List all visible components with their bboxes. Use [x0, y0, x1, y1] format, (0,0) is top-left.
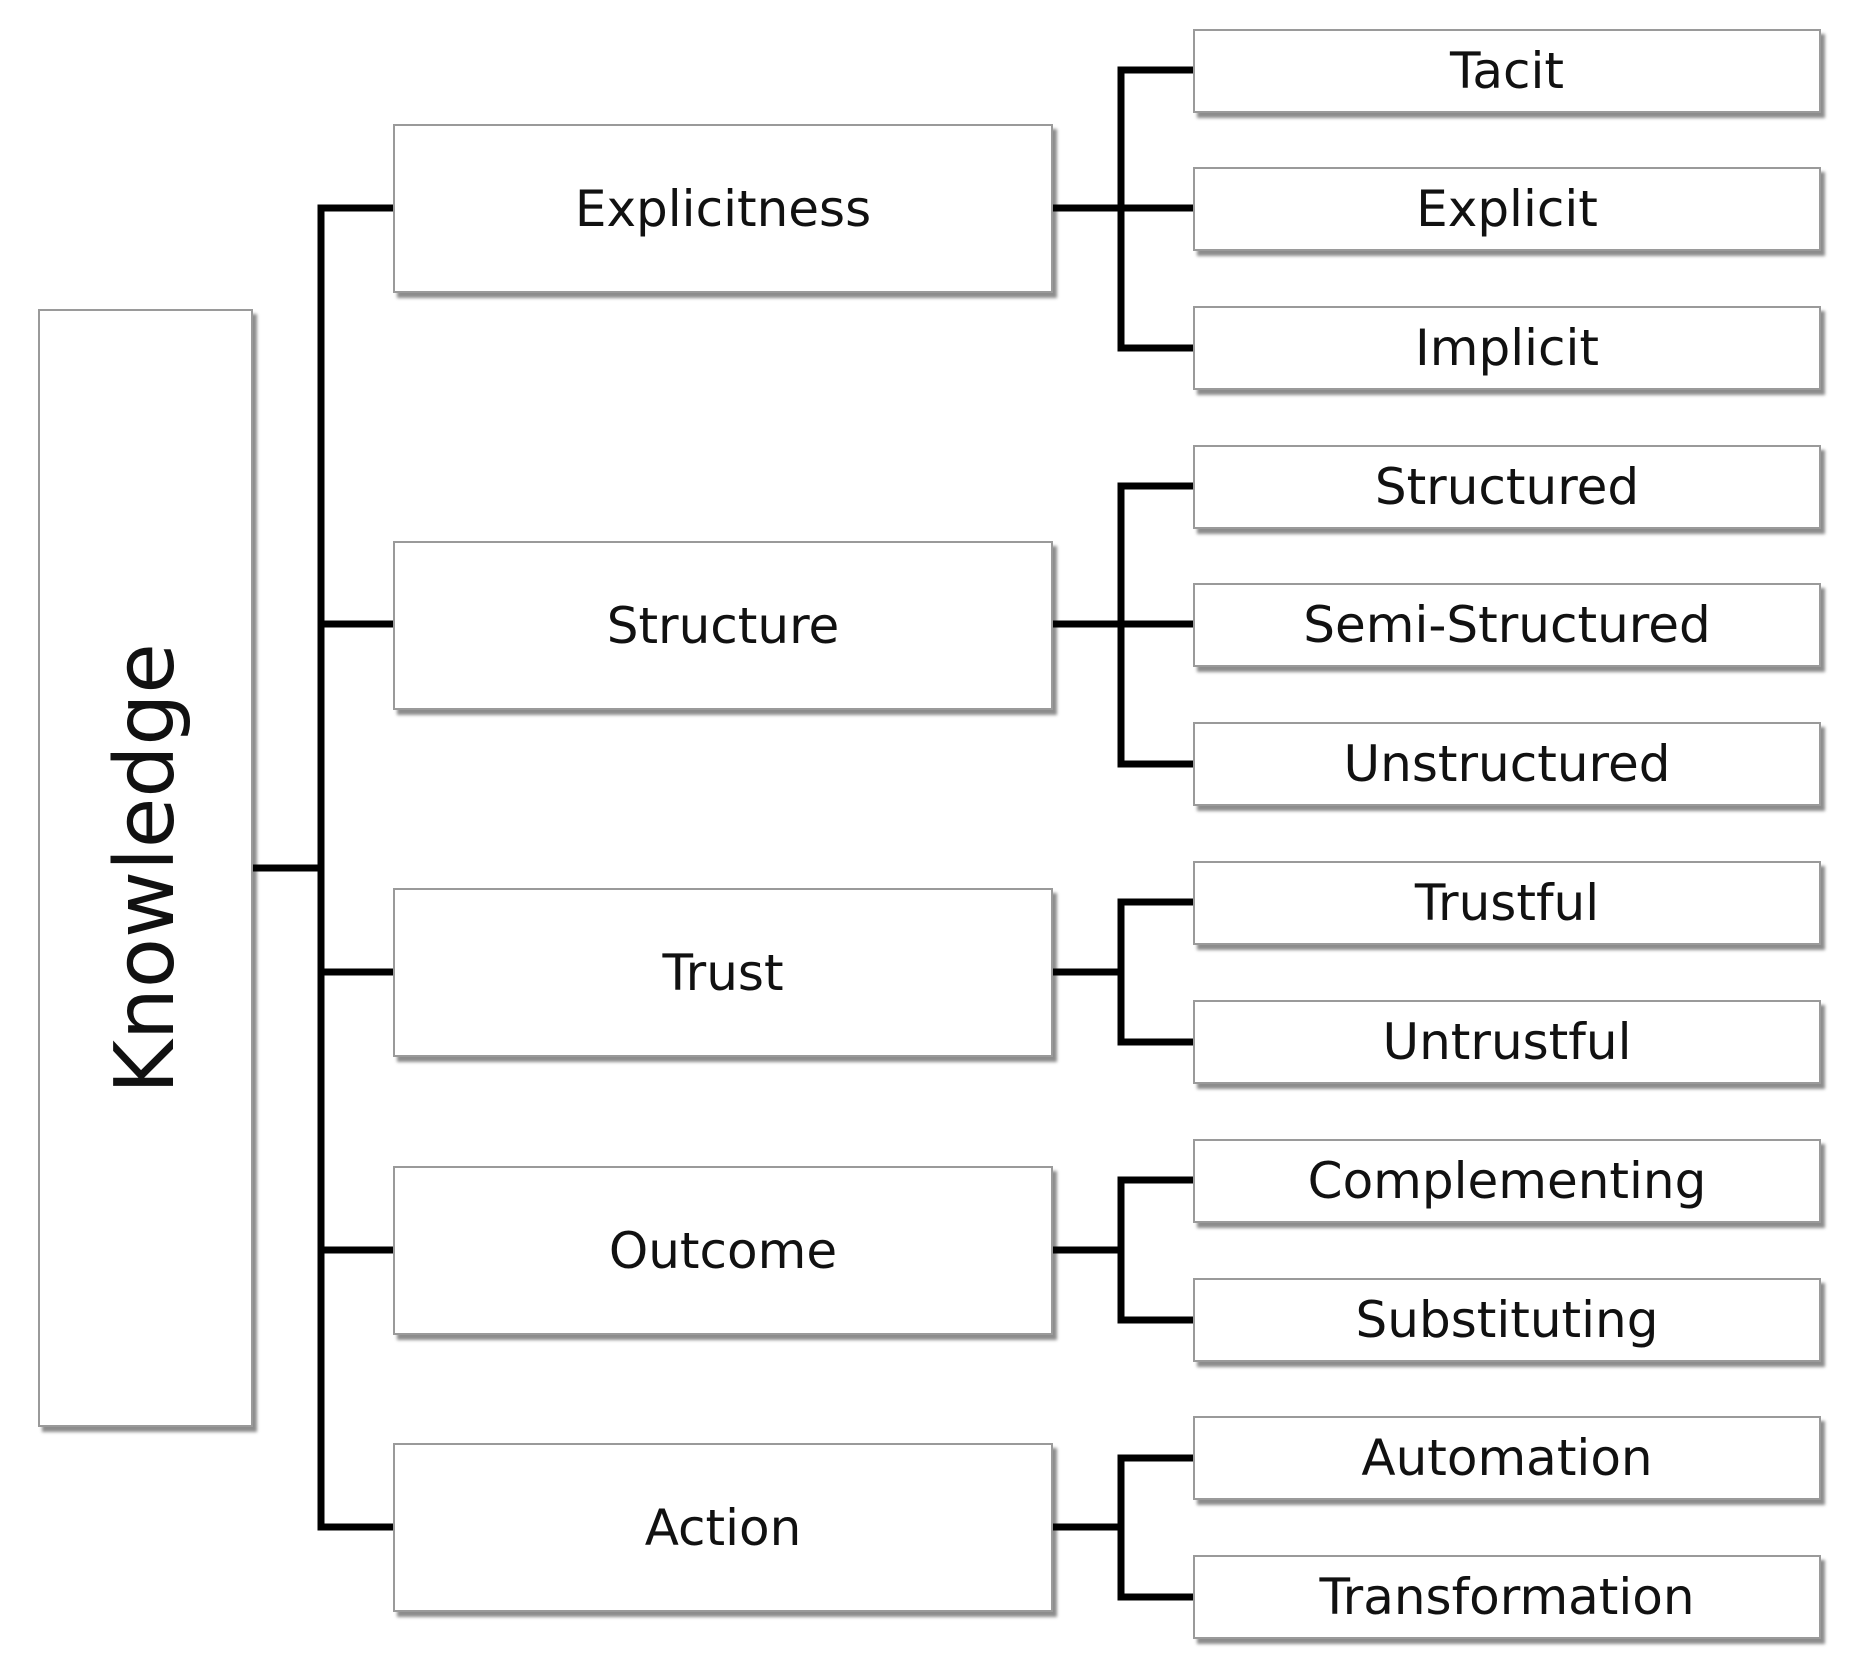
dimension-label: Trust	[662, 943, 784, 1002]
leaf-unstructured-box: Unstructured	[1193, 722, 1821, 806]
leaf-label: Unstructured	[1343, 735, 1671, 793]
leaf-trustful-box: Trustful	[1193, 861, 1821, 945]
dimension-label: Outcome	[608, 1221, 838, 1280]
leaf-semi-structured-box: Semi-Structured	[1193, 583, 1821, 667]
leaf-label: Substituting	[1355, 1291, 1659, 1349]
leaf-label: Semi-Structured	[1303, 596, 1711, 654]
leaf-transformation-box: Transformation	[1193, 1555, 1821, 1639]
leaf-label: Automation	[1361, 1429, 1653, 1487]
dimension-outcome-box: Outcome	[393, 1166, 1053, 1335]
leaf-structured-box: Structured	[1193, 445, 1821, 529]
dimension-trust-box: Trust	[393, 888, 1053, 1057]
leaf-label: Complementing	[1307, 1152, 1707, 1210]
leaf-label: Structured	[1374, 458, 1640, 516]
leaf-tacit-box: Tacit	[1193, 29, 1821, 113]
dimension-label: Structure	[606, 596, 840, 655]
leaf-label: Transformation	[1319, 1568, 1695, 1626]
dimension-explicitness-box: Explicitness	[393, 124, 1053, 293]
dimension-label: Action	[644, 1498, 802, 1557]
leaf-label: Explicit	[1416, 180, 1598, 238]
leaf-label: Tacit	[1450, 42, 1564, 100]
leaf-label: Implicit	[1415, 319, 1599, 377]
root-label: Knowledge	[98, 642, 194, 1094]
leaf-untrustful-box: Untrustful	[1193, 1000, 1821, 1084]
dimension-structure-box: Structure	[393, 541, 1053, 710]
dimension-action-box: Action	[393, 1443, 1053, 1612]
leaf-label: Untrustful	[1382, 1013, 1632, 1071]
leaf-explicit-box: Explicit	[1193, 167, 1821, 251]
leaf-label: Trustful	[1414, 874, 1600, 932]
leaf-implicit-box: Implicit	[1193, 306, 1821, 390]
leaf-substituting-box: Substituting	[1193, 1278, 1821, 1362]
leaf-automation-box: Automation	[1193, 1416, 1821, 1500]
dimension-label: Explicitness	[574, 179, 872, 238]
leaf-complementing-box: Complementing	[1193, 1139, 1821, 1223]
root-knowledge-box: Knowledge	[38, 309, 253, 1427]
